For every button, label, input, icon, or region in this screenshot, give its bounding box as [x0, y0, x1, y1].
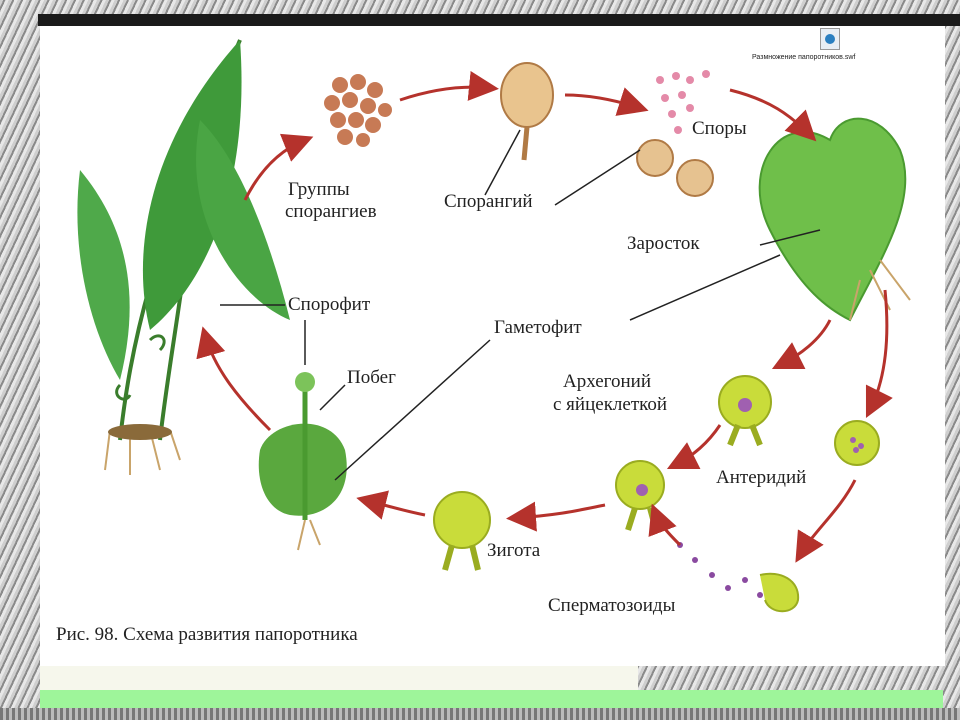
- young-sporophyte: [258, 372, 347, 551]
- label-sporangium: Спорангий: [444, 191, 533, 212]
- file-label[interactable]: Размножение папоротников.swf: [752, 54, 856, 61]
- label-archegonium-line2: с яйцеклеткой: [553, 394, 668, 415]
- sporangia-groups: [324, 74, 392, 147]
- label-prothallus: Заросток: [627, 233, 700, 254]
- sporangium: [500, 62, 554, 161]
- label-zygote: Зигота: [487, 540, 541, 561]
- open-sporangia: [636, 139, 714, 197]
- antheridium: [834, 420, 880, 466]
- prothallus: [758, 117, 911, 322]
- green-banner: [40, 690, 943, 712]
- spores: [656, 70, 710, 134]
- label-spores: Споры: [692, 118, 747, 139]
- archegonium-fertilization: [615, 460, 665, 531]
- label-shoot: Побег: [347, 367, 396, 388]
- fern-sporophyte: [77, 39, 290, 475]
- label-antheridium: Антеридий: [716, 467, 807, 488]
- label-archegonium-line1: Архегоний: [563, 371, 652, 392]
- label-gametophyte: Гаметофит: [494, 317, 582, 338]
- figure-caption: Рис. 98. Схема развития папоротника: [56, 624, 358, 645]
- bottom-stripe: [0, 708, 960, 720]
- label-spermatozoids: Сперматозоиды: [548, 595, 676, 616]
- open-antheridium: [759, 572, 800, 613]
- archegonium: [718, 375, 772, 447]
- cycle-arrows: [196, 70, 893, 563]
- leader-lines: [220, 129, 821, 481]
- flash-file-icon[interactable]: [820, 28, 840, 50]
- zygote: [433, 491, 491, 571]
- label-sporangia-groups-line1: Группы: [288, 179, 350, 200]
- label-sporangia-groups-line2: спорангиев: [285, 201, 377, 222]
- lower-panel: [40, 666, 638, 690]
- label-sporophyte: Спорофит: [288, 294, 371, 315]
- top-bar: [38, 14, 960, 26]
- spermatozoids: [677, 542, 763, 598]
